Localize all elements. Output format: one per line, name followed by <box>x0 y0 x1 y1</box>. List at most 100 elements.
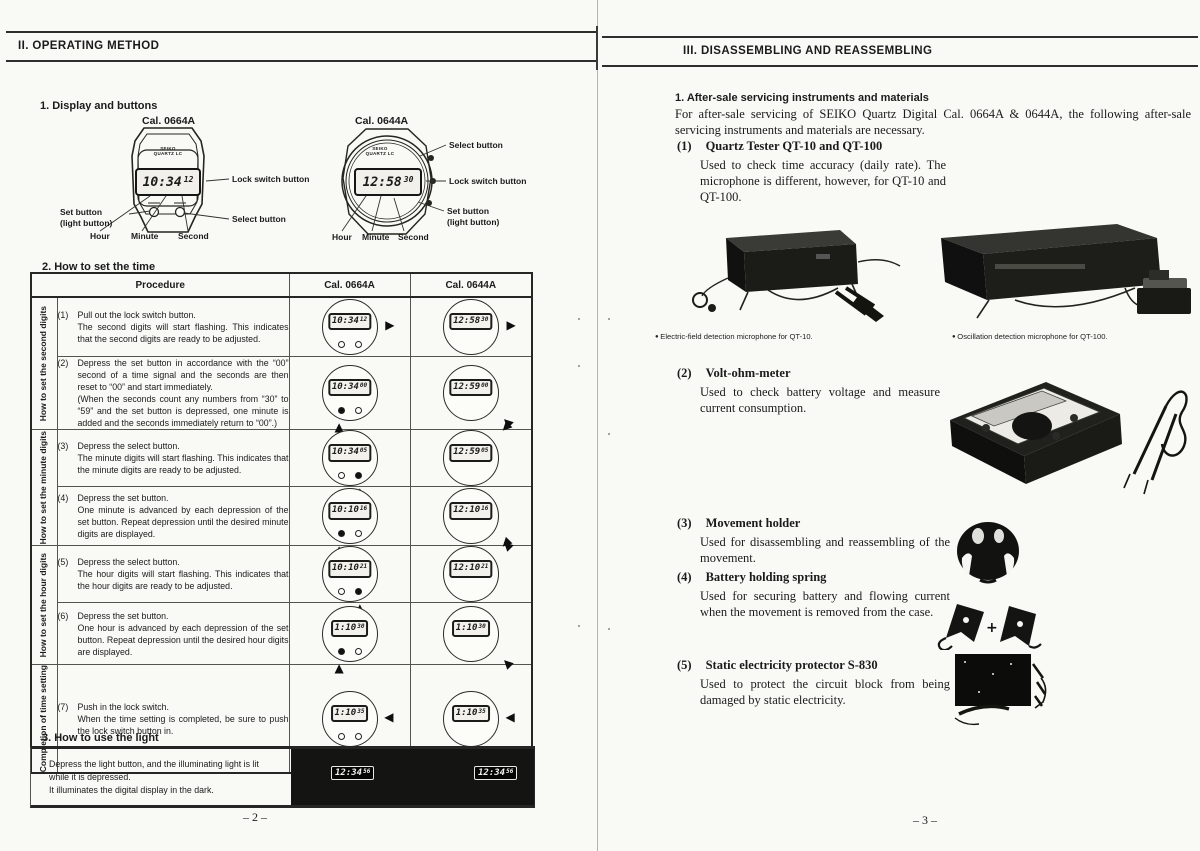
fold-dot <box>608 318 610 320</box>
section-light-title: 3. How to use the light <box>42 732 159 744</box>
item-4-body: Used for securing battery and flowing cu… <box>700 589 950 619</box>
lcd-time: 12:10 <box>453 563 481 574</box>
movement-drawing: 1:1030 <box>321 605 378 662</box>
step-number: (5) <box>57 557 69 568</box>
lit-lcd-display: 12:3456 <box>331 766 375 780</box>
light-instruction-box: Depress the light button, and the illumi… <box>30 746 535 808</box>
illustration-cell: 12:5905 <box>409 429 533 488</box>
battery-spring-photo: + <box>937 604 1042 650</box>
item-title: Battery holding spring <box>705 570 827 584</box>
label-second-0664: Second <box>178 231 209 241</box>
volt-ohm-meter-photo <box>950 382 1188 495</box>
after-sale-heading: 1. After-sale servicing instruments and … <box>675 92 929 104</box>
group-label-completion: Completion of time setting <box>30 664 58 774</box>
select-button-dot <box>354 647 362 655</box>
lcd-display: 12:5905 <box>449 444 493 462</box>
illustration-cell: 1:1030 <box>409 602 533 666</box>
lcd-time: 10:34 <box>142 174 182 190</box>
item-title: Movement holder <box>705 516 801 530</box>
static-protector-photo <box>954 654 1047 726</box>
table-row: How to set the minute digits (3)Depress … <box>30 429 533 547</box>
lcd-seconds: 00 <box>481 381 489 389</box>
item-1-body: Used to check time accuracy (daily rate)… <box>700 158 946 204</box>
lcd-time: 12:58 <box>362 174 402 190</box>
table-row: (6)Depress the set button. One hour is a… <box>31 602 533 666</box>
lcd-display: 10:3412 <box>327 312 372 331</box>
light-instruction-text: Depress the light button, and the illumi… <box>49 759 259 795</box>
movement-drawing: 10:3412 <box>321 298 378 355</box>
watch-0644a-brand: SEIKO QUARTZ LC <box>360 146 400 157</box>
movement-drawing: 10:1021 <box>321 546 378 603</box>
qt100-tester-photo <box>941 224 1191 319</box>
lcd-seconds: 56 <box>363 768 371 775</box>
step-number: (2) <box>57 357 69 368</box>
col-header-procedure: Procedure <box>30 272 290 298</box>
lcd-seconds: 30 <box>357 622 365 630</box>
procedure-cell: (6)Depress the set button. One hour is a… <box>56 602 290 666</box>
label-line: Set button <box>447 206 490 216</box>
label-select-button-0644: Select button <box>449 140 503 150</box>
lcd-display: 12:5900 <box>449 378 493 397</box>
lcd-seconds: 12 <box>359 315 368 323</box>
group-label-minutes: How to set the minute digits <box>30 429 58 547</box>
label-set-button-0664: Set button (light button) <box>60 207 112 228</box>
illustration-cell: 12:5900 <box>409 355 533 431</box>
label-hour-0644: Hour <box>332 232 352 242</box>
step-number: (4) <box>57 493 69 503</box>
dark-display-panel: 12:3456 12:3456 <box>291 749 534 805</box>
brand-line: QUARTZ LC <box>153 151 183 157</box>
movement-drawing: 1:1030 <box>442 605 499 662</box>
lcd-time: 12:10 <box>453 505 481 516</box>
qt10-caption: Electric-field detection microphone for … <box>655 332 812 341</box>
section-display-buttons-title: 1. Display and buttons <box>40 100 158 112</box>
group-label-hours: How to set the hour digits <box>30 545 58 666</box>
lcd-time: 10:34 <box>331 447 359 458</box>
label-line: Set button <box>60 207 103 217</box>
step-number: (6) <box>57 610 69 621</box>
lcd-seconds: 12 <box>183 174 194 184</box>
movement-drawing: 10:1016 <box>321 488 378 545</box>
item-5-body: Used to protect the circuit block from b… <box>700 677 950 707</box>
lcd-time: 10:10 <box>331 563 359 574</box>
label-minute-0644: Minute <box>362 232 390 242</box>
procedure-cell: (3)Depress the select button. The minute… <box>56 429 290 488</box>
watch-0664a-brand: SEIKO QUARTZ LC <box>148 146 188 157</box>
select-button-dot <box>354 732 362 740</box>
lcd-display: 1:1030 <box>330 619 369 638</box>
movement-drawing: 12:5900 <box>442 364 499 421</box>
lcd-display: 12:1016 <box>449 502 493 520</box>
item-title: Static electricity protector S-830 <box>705 658 878 672</box>
lcd-seconds: 35 <box>357 707 365 715</box>
set-button-dot <box>337 406 345 414</box>
movement-drawing: 10:3400 <box>321 364 378 421</box>
table-row: How to set the hour digits (5)Depress th… <box>30 545 533 666</box>
brand-line: SEIKO <box>372 146 388 151</box>
left-page-number: – 2 – <box>243 810 267 824</box>
brand-line: SEIKO <box>160 146 176 151</box>
qt100-caption: Oscillation detection microphone for QT-… <box>952 332 1107 341</box>
caliber-0664a-label: Cal. 0664A <box>142 115 196 127</box>
movement-drawing: 1:1035 <box>321 690 378 747</box>
label-hour-0664: Hour <box>90 231 110 241</box>
brand-line: QUARTZ LC <box>365 151 395 157</box>
fold-dot <box>608 433 610 435</box>
lcd-display: 1:1035 <box>451 704 490 723</box>
arrow-icon <box>507 319 516 331</box>
lcd-display: 10:3400 <box>327 378 372 397</box>
section-set-time-title: 2. How to set the time <box>42 261 156 273</box>
item-number: (1) <box>677 139 692 153</box>
lcd-time: 12:59 <box>453 447 481 458</box>
step-text: Depress the select button. The minute di… <box>77 441 289 476</box>
plus-mark: + <box>986 620 998 636</box>
lcd-display: 1:1035 <box>330 704 369 723</box>
table-header-row: Procedure Cal. 0664A Cal. 0644A <box>30 272 533 298</box>
select-button-dot <box>354 406 362 414</box>
fold-dot <box>608 628 610 630</box>
lcd-time: 1:10 <box>455 622 478 633</box>
procedure-cell: (5)Depress the select button. The hour d… <box>56 545 290 604</box>
page-fold-line <box>597 0 598 851</box>
label-line: (light button) <box>60 217 113 228</box>
select-button-dot <box>354 588 362 596</box>
